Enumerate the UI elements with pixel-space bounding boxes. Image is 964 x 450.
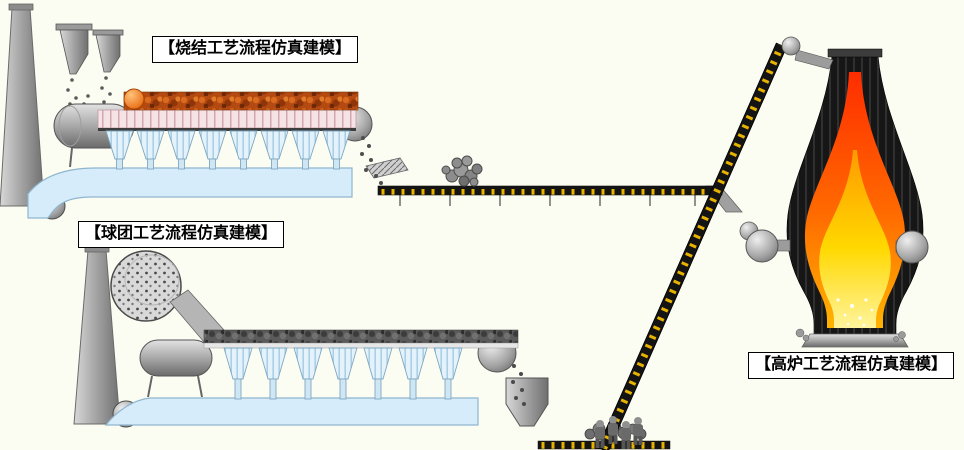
ignition-furnace-icon bbox=[123, 88, 145, 110]
sintering-plant bbox=[0, 3, 409, 220]
furnace-throat-cap bbox=[827, 48, 883, 58]
balling-drum-icon bbox=[110, 250, 182, 322]
top-charging-chute-icon bbox=[794, 49, 834, 70]
hearth-sparks bbox=[836, 298, 874, 327]
sinter-pallet-line bbox=[97, 109, 357, 129]
label-sintering-process: 【烧结工艺流程仿真建模】 bbox=[152, 36, 359, 63]
sinter-grate-line bbox=[98, 128, 356, 131]
sinter-discharge-material bbox=[360, 136, 383, 185]
pellet-discharge-material bbox=[511, 364, 526, 406]
furnace-base bbox=[801, 333, 909, 348]
furnace-flame-core bbox=[819, 150, 891, 328]
conveyor-legs bbox=[399, 195, 696, 206]
pellet-grate-line bbox=[203, 342, 519, 349]
cyclone-sphere-icon bbox=[745, 229, 779, 263]
slag-runner-material bbox=[795, 328, 906, 342]
feed-hopper-icon bbox=[92, 29, 124, 73]
cyclone-sphere-icon bbox=[895, 230, 929, 264]
sinter-bed-material bbox=[123, 91, 359, 111]
pellet-windbox-duct bbox=[104, 397, 479, 426]
pelletizing-plant bbox=[73, 245, 549, 428]
blast-furnace bbox=[739, 36, 929, 348]
pellet-bed-material bbox=[203, 329, 519, 344]
feed-hopper-icon bbox=[55, 23, 93, 75]
sinter-windboxes bbox=[105, 130, 351, 170]
sinter-windbox-duct bbox=[27, 167, 353, 219]
sinter-transport-conveyor bbox=[377, 155, 743, 213]
pellet-windboxes bbox=[223, 347, 463, 400]
label-pelletizing-process: 【球团工艺流程仿真建模】 bbox=[78, 221, 285, 248]
top-receiving-bin-icon bbox=[781, 36, 801, 56]
sinter-chimney-cap bbox=[8, 3, 34, 11]
sinter-chimney-icon bbox=[0, 7, 45, 207]
sinter-screen-icon bbox=[365, 157, 409, 179]
hopper-discharge-material bbox=[66, 76, 112, 106]
conveyor-belt bbox=[377, 185, 723, 196]
ore-pile-on-belt bbox=[441, 155, 483, 187]
label-blast-furnace-process: 【高炉工艺流程仿真建模】 bbox=[748, 352, 955, 379]
furnace-feed-system bbox=[537, 42, 787, 450]
pellet-collect-hopper-icon bbox=[505, 377, 549, 427]
pellet-drum-icon bbox=[139, 339, 213, 398]
